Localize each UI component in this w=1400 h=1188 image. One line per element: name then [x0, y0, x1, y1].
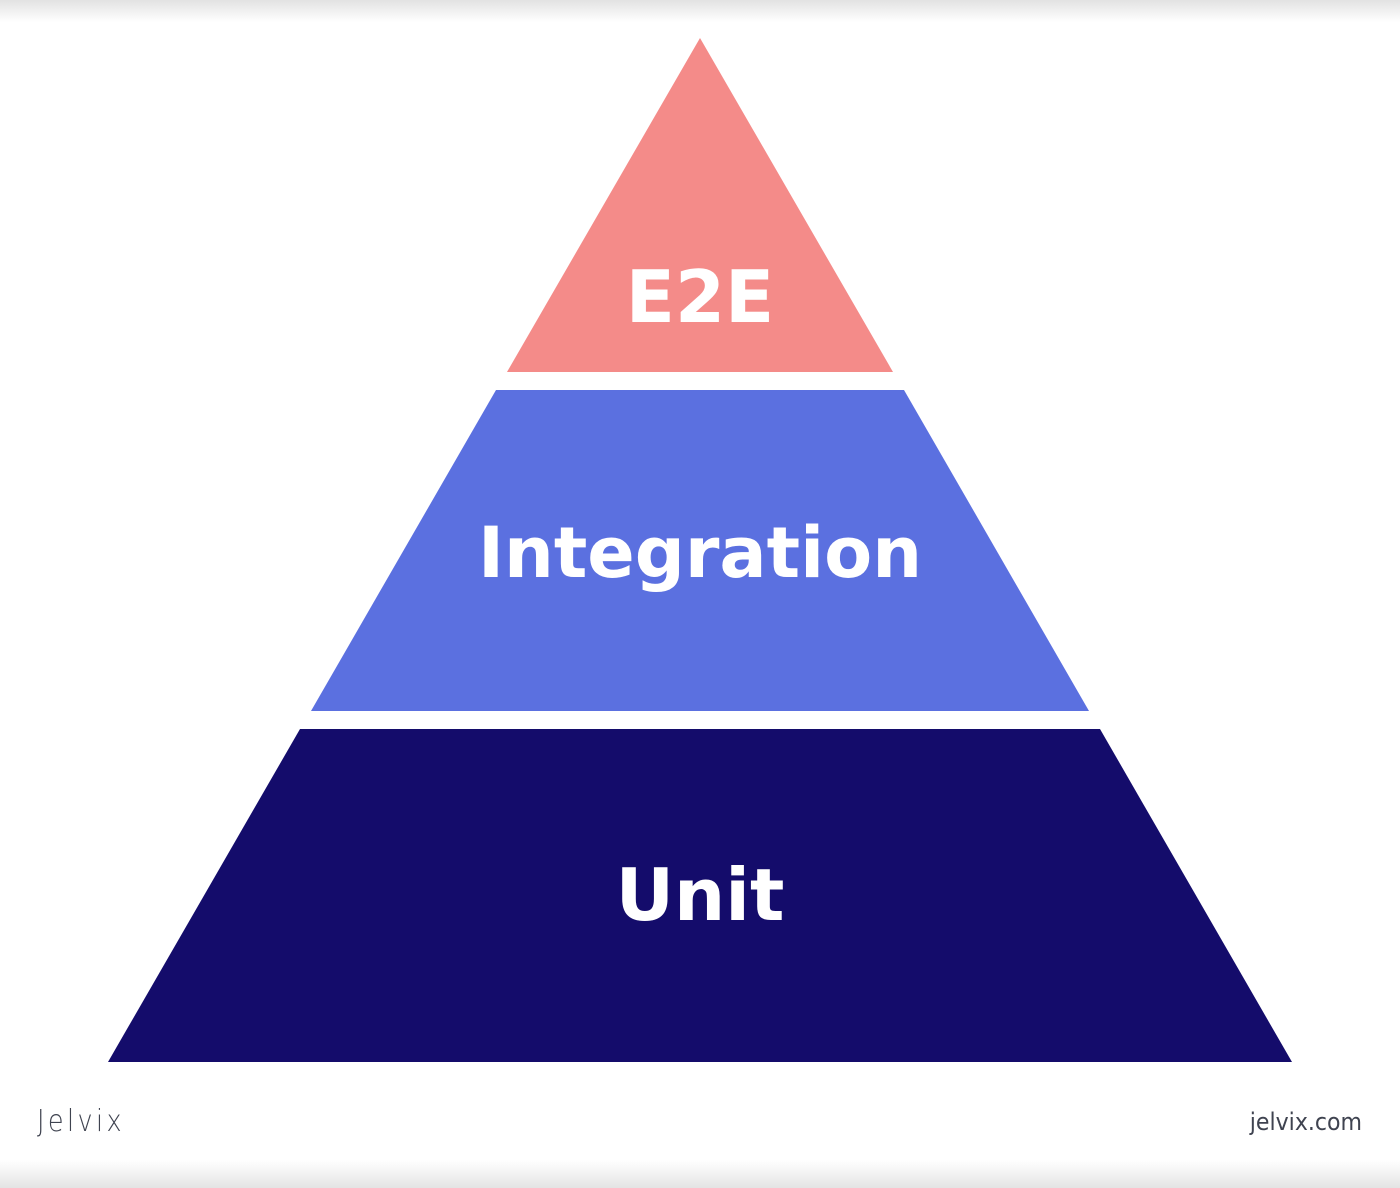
site-url: jelvix.com — [1249, 1108, 1362, 1136]
bottom-shadow — [0, 1160, 1400, 1188]
pyramid-level-integration — [311, 390, 1089, 711]
e2e-label: E2E — [626, 255, 774, 339]
unit-label: Unit — [616, 853, 785, 937]
pyramid-level-e2e — [507, 38, 893, 372]
top-shadow — [0, 0, 1400, 22]
pyramid-level-unit — [108, 729, 1292, 1062]
integration-label: Integration — [478, 512, 922, 594]
jelvix-logo: Jelvix — [37, 1104, 125, 1139]
